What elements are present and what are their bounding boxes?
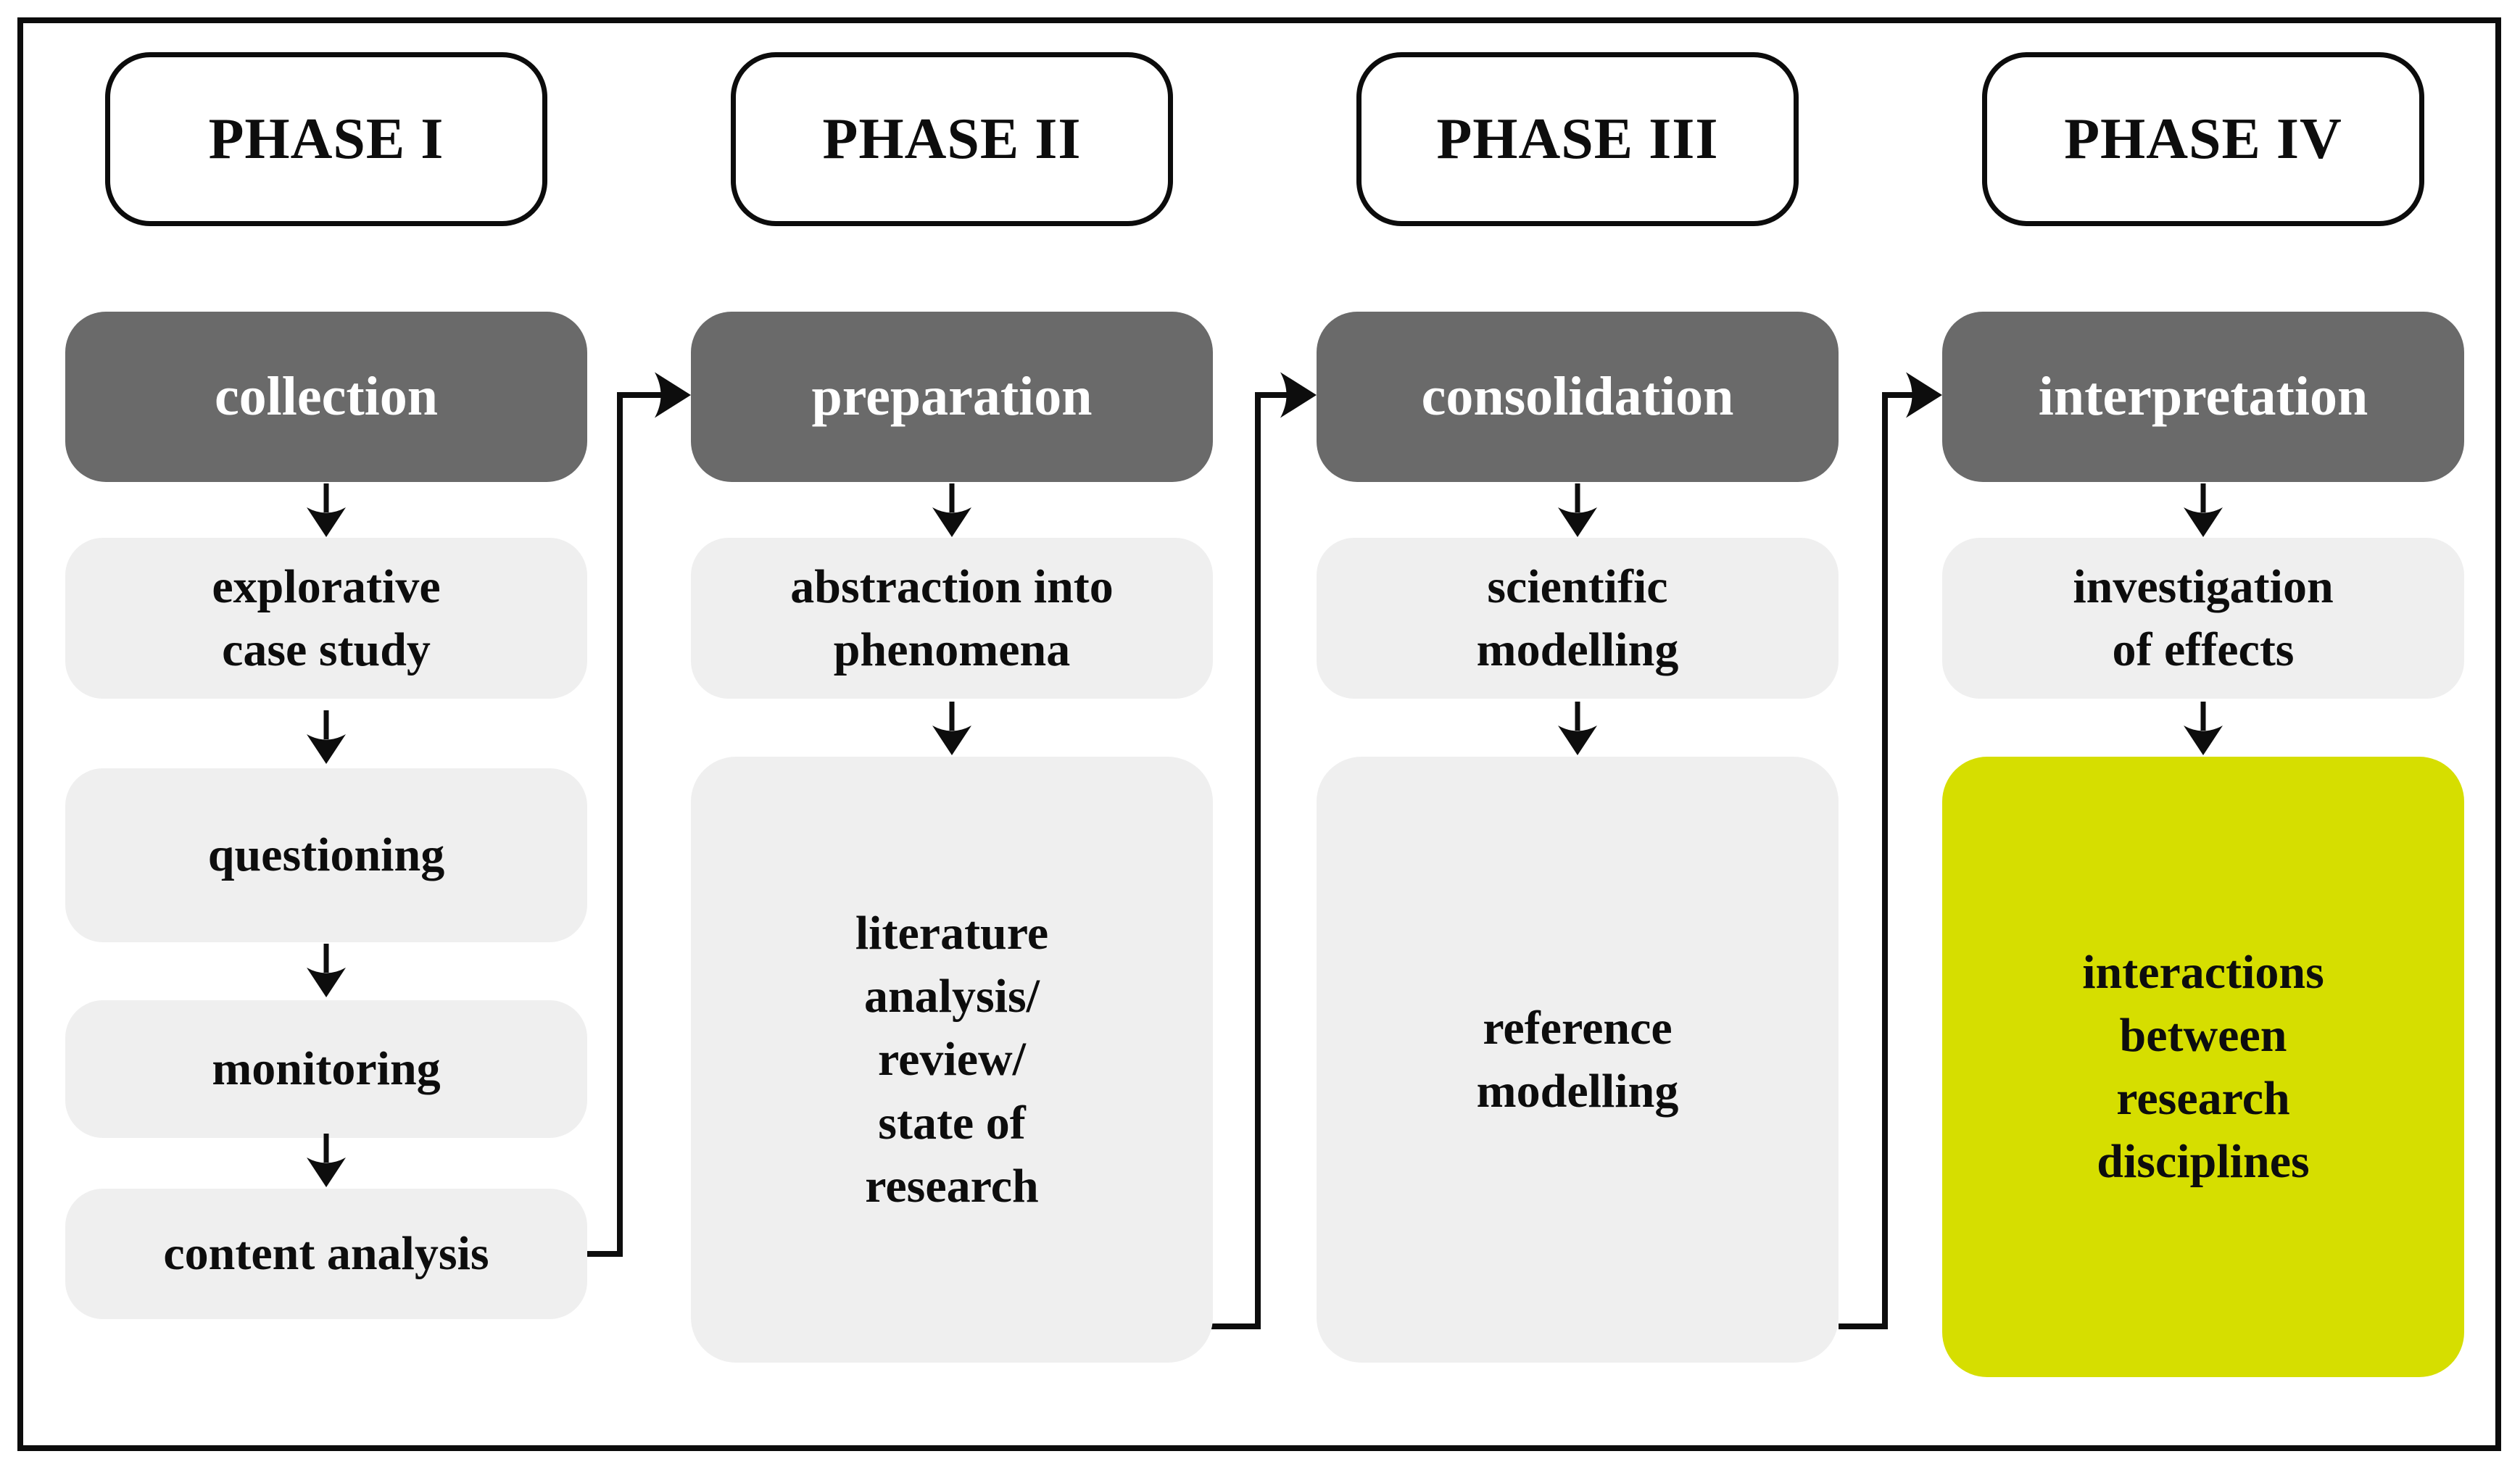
scientific-modelling-box: scientific modelling [1317, 538, 1839, 699]
down-arrow-icon [1558, 483, 1597, 537]
down-arrow-icon [307, 1134, 346, 1187]
phase-ii-label: PHASE II [731, 52, 1173, 226]
investigation-of-effects-box: investigation of effects [1942, 538, 2464, 699]
literature-analysis-box: literature analysis/ review/ state of re… [691, 757, 1213, 1363]
collection-box: collection [65, 312, 587, 482]
phase-i-column: PHASE I collection explorative case stud… [65, 0, 587, 1467]
questioning-box: questioning [65, 768, 587, 942]
phase-iii-label: PHASE III [1356, 52, 1799, 226]
monitoring-box: monitoring [65, 1000, 587, 1138]
down-arrow-icon [932, 483, 971, 537]
consolidation-box: consolidation [1317, 312, 1839, 482]
reference-modelling-box: reference modelling [1317, 757, 1839, 1363]
down-arrow-icon [2184, 483, 2223, 537]
abstraction-into-phenomena-box: abstraction into phenomena [691, 538, 1213, 699]
interactions-between-disciplines-box: interactions between research discipline… [1942, 757, 2464, 1377]
phase-ii-column: PHASE II preparation abstraction into ph… [691, 0, 1213, 1467]
interpretation-box: interpretation [1942, 312, 2464, 482]
down-arrow-icon [932, 702, 971, 755]
down-arrow-icon [307, 944, 346, 997]
explorative-case-study-box: explorative case study [65, 538, 587, 699]
phase-i-label: PHASE I [105, 52, 547, 226]
down-arrow-icon [307, 710, 346, 764]
down-arrow-icon [1558, 702, 1597, 755]
phase-iv-label: PHASE IV [1982, 52, 2424, 226]
phase-iv-column: PHASE IV interpretation investigation of… [1942, 0, 2464, 1467]
content-analysis-box: content analysis [65, 1189, 587, 1319]
down-arrow-icon [2184, 702, 2223, 755]
preparation-box: preparation [691, 312, 1213, 482]
phase-iii-column: PHASE III consolidation scientific model… [1317, 0, 1839, 1467]
down-arrow-icon [307, 483, 346, 537]
